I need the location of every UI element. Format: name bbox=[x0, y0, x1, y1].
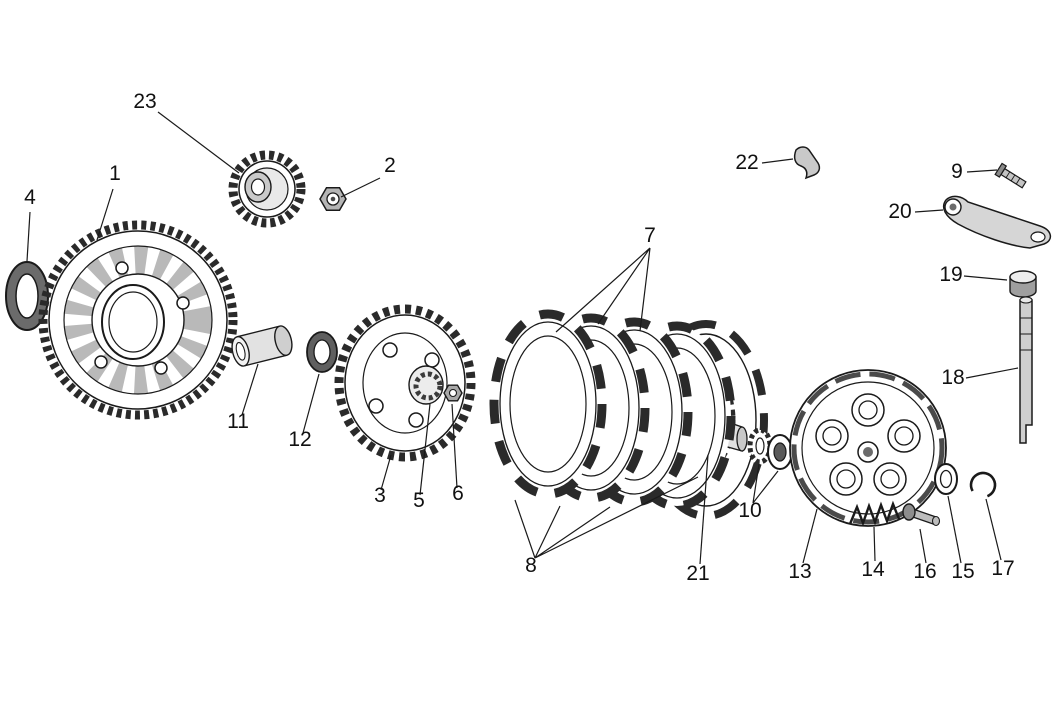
leader-7 bbox=[555, 247, 651, 333]
part-label-18: 18 bbox=[941, 366, 964, 389]
part-label-2: 2 bbox=[384, 154, 396, 177]
part-plate-1 bbox=[489, 309, 607, 499]
part-label-10: 10 bbox=[738, 499, 761, 522]
leader-20 bbox=[914, 209, 944, 213]
part-clutch-basket-gear bbox=[38, 220, 238, 420]
leader-2 bbox=[340, 177, 381, 198]
leader-lines bbox=[26, 111, 1019, 565]
part-label-6: 6 bbox=[452, 482, 464, 505]
leader-9 bbox=[966, 169, 998, 173]
leader-23 bbox=[157, 111, 240, 174]
part-release-lever bbox=[942, 195, 1052, 249]
part-label-12: 12 bbox=[288, 428, 311, 451]
leader-16 bbox=[919, 528, 927, 564]
leader-6 bbox=[451, 403, 458, 489]
leader-8 bbox=[514, 476, 699, 559]
part-label-15: 15 bbox=[951, 560, 974, 583]
part-label-20: 20 bbox=[888, 200, 911, 223]
part-label-11: 11 bbox=[227, 410, 249, 433]
part-number-labels: 1 2 3 4 5 6 7 8 9 10 11 12 13 14 15 16 1… bbox=[24, 90, 1015, 585]
part-label-23: 23 bbox=[133, 90, 156, 113]
leader-1 bbox=[96, 188, 114, 241]
part-label-8: 8 bbox=[525, 554, 537, 577]
part-primary-gear bbox=[228, 150, 306, 228]
leader-19 bbox=[963, 275, 1008, 281]
leader-21 bbox=[699, 454, 709, 565]
part-bushing-19 bbox=[1009, 270, 1037, 298]
leader-10 bbox=[752, 463, 779, 504]
leader-4 bbox=[26, 211, 31, 262]
leader-14 bbox=[873, 526, 876, 562]
part-circlip bbox=[969, 471, 997, 499]
part-washer-pair bbox=[747, 427, 793, 470]
part-label-21: 21 bbox=[686, 562, 709, 585]
leader-12 bbox=[302, 373, 320, 434]
leader-22 bbox=[761, 158, 794, 164]
part-washer-15 bbox=[934, 463, 958, 495]
part-label-3: 3 bbox=[374, 484, 386, 507]
part-clutch-drum bbox=[334, 304, 476, 462]
part-clutch-cover bbox=[789, 369, 947, 527]
leader-15 bbox=[947, 495, 962, 564]
part-label-19: 19 bbox=[939, 263, 962, 286]
part-label-13: 13 bbox=[788, 560, 811, 583]
leader-11 bbox=[241, 363, 259, 416]
leader-13 bbox=[802, 508, 818, 564]
part-control-rod bbox=[1019, 296, 1033, 444]
part-bolt-16 bbox=[902, 503, 941, 527]
leader-3 bbox=[380, 454, 392, 491]
part-label-16: 16 bbox=[913, 560, 936, 583]
part-washer-12 bbox=[306, 331, 338, 373]
part-label-9: 9 bbox=[951, 160, 963, 183]
leader-17 bbox=[985, 498, 1002, 561]
part-label-1: 1 bbox=[109, 162, 121, 185]
part-label-17: 17 bbox=[991, 557, 1014, 580]
part-oil-seal bbox=[5, 261, 49, 331]
part-hex-nut bbox=[319, 186, 347, 212]
leader-5 bbox=[419, 403, 431, 496]
part-screw-9 bbox=[994, 162, 1027, 189]
part-spring bbox=[848, 500, 901, 527]
part-label-7: 7 bbox=[644, 224, 656, 247]
leader-18 bbox=[965, 367, 1019, 379]
part-label-5: 5 bbox=[413, 489, 425, 512]
part-spacer-bushing bbox=[231, 325, 293, 367]
part-retainer-clip bbox=[793, 146, 821, 180]
part-label-14: 14 bbox=[861, 558, 885, 581]
part-label-22: 22 bbox=[735, 151, 758, 174]
part-label-4: 4 bbox=[24, 186, 36, 209]
